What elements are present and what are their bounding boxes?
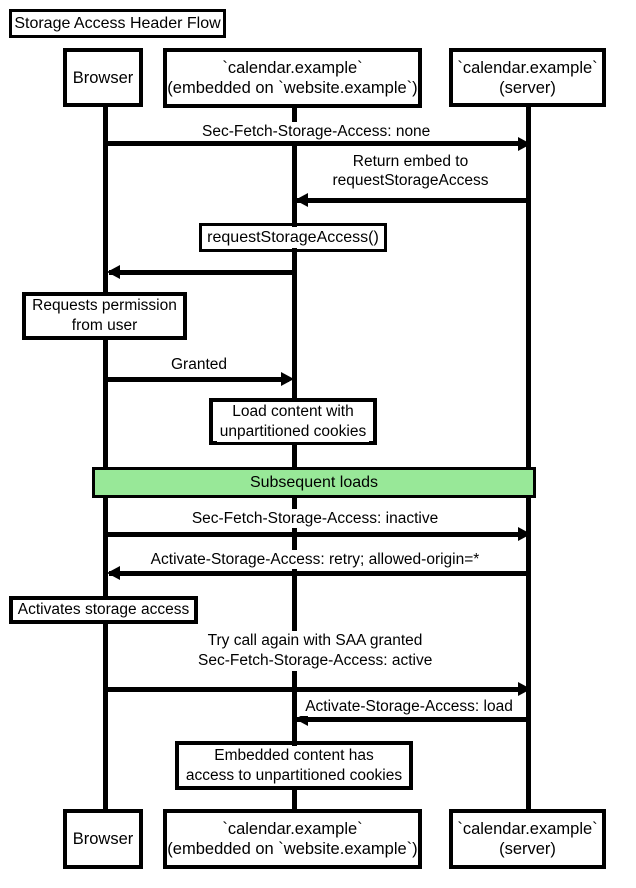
note-embedded-content-line1: Embedded content has <box>211 745 377 766</box>
diagram-title: Storage Access Header Flow <box>9 9 226 38</box>
message-request-call-label: requestStorageAccess() <box>204 227 382 248</box>
message-return-embed-line2: requestStorageAccess <box>332 172 489 189</box>
lifeline-server <box>526 107 531 809</box>
message-granted-label: Granted <box>169 355 229 374</box>
note-load-content-line1: Load content with <box>229 401 357 422</box>
message-try-again-label: Try call again with SAA granted Sec-Fetc… <box>196 631 434 671</box>
message-try-again-line <box>105 687 524 692</box>
actor-server-label-line2: (server) <box>499 840 556 858</box>
note-requests-permission: Requests permission from user <box>22 292 187 340</box>
message-activate-retry-label: Activate-Storage-Access: retry; allowed-… <box>146 550 484 569</box>
message-request-call-box: requestStorageAccess() <box>199 223 387 252</box>
arrowhead-right-icon <box>518 527 531 541</box>
message-fetch-none-line <box>105 141 524 146</box>
note-embedded-content-line2: access to unpartitioned cookies <box>182 765 406 786</box>
note-embedded-content: Embedded content has access to unpartiti… <box>175 741 413 790</box>
actor-embed-top: `calendar.example` (embedded on `website… <box>163 48 422 108</box>
lifeline-browser <box>103 107 108 809</box>
message-return-embed-line <box>297 198 528 203</box>
message-fetch-none-label: Sec-Fetch-Storage-Access: none <box>200 122 432 141</box>
actor-embed-label-line2: (embedded on `website.example`) <box>167 840 418 858</box>
note-requests-permission-line2: from user <box>68 316 141 336</box>
subsequent-loads-divider: Subsequent loads <box>92 467 536 498</box>
actor-browser-label: Browser <box>72 68 134 87</box>
lifeline-embed <box>292 107 297 809</box>
actor-browser-label: Browser <box>72 830 134 848</box>
actor-server-label-line1: `calendar.example` <box>457 58 598 77</box>
arrowhead-right-icon <box>281 372 294 386</box>
actor-server-bottom: `calendar.example` (server) <box>449 809 606 869</box>
note-requests-permission-line1: Requests permission <box>29 296 180 316</box>
actor-embed-label-line1: `calendar.example` <box>222 820 363 838</box>
message-fetch-inactive-label: Sec-Fetch-Storage-Access: inactive <box>188 509 442 528</box>
message-activate-load-line <box>297 717 528 722</box>
message-try-again-line2: Sec-Fetch-Storage-Access: active <box>198 652 433 669</box>
message-fetch-inactive-line <box>105 532 524 537</box>
message-activate-load-label: Activate-Storage-Access: load <box>300 697 518 716</box>
actor-server-top: `calendar.example` (server) <box>449 48 606 107</box>
arrowhead-left-icon <box>107 265 120 279</box>
message-granted-line <box>105 377 289 382</box>
actor-browser-top: Browser <box>63 48 143 107</box>
message-return-embed-label: Return embed to requestStorageAccess <box>328 152 493 190</box>
message-activate-retry-line <box>109 571 528 576</box>
note-activates-storage: Activates storage access <box>9 596 198 624</box>
arrowhead-left-icon <box>295 193 308 207</box>
actor-embed-bottom: `calendar.example` (embedded on `website… <box>163 809 422 869</box>
actor-embed-label-line2: (embedded on `website.example`) <box>167 79 418 97</box>
message-try-again-line1: Try call again with SAA granted <box>207 632 423 649</box>
message-return-embed-line1: Return embed to <box>352 153 469 170</box>
arrowhead-right-icon <box>518 137 531 151</box>
note-load-content: Load content with unpartitioned cookies <box>209 398 377 445</box>
note-activates-storage-label: Activates storage access <box>14 600 193 620</box>
arrowhead-right-icon <box>518 682 531 696</box>
message-request-call-line <box>109 270 294 275</box>
note-load-content-line2: unpartitioned cookies <box>216 421 370 442</box>
actor-browser-bottom: Browser <box>63 809 143 869</box>
actor-embed-label-line1: `calendar.example` <box>222 59 363 77</box>
actor-server-label-line1: `calendar.example` <box>457 820 598 838</box>
actor-server-label-line2: (server) <box>499 78 556 97</box>
arrowhead-left-icon <box>107 566 120 580</box>
